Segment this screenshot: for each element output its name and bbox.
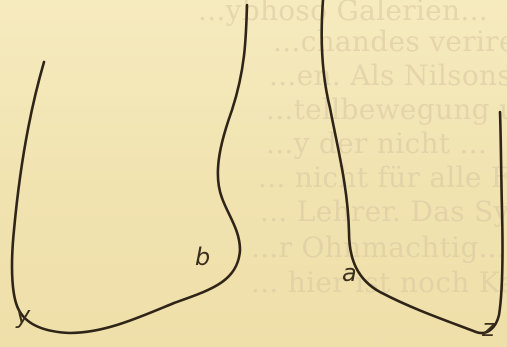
curve-left: [12, 5, 247, 333]
label-y: y: [16, 303, 30, 327]
label-b: b: [195, 245, 210, 269]
label-z: z: [482, 316, 495, 340]
label-a: a: [342, 261, 357, 285]
